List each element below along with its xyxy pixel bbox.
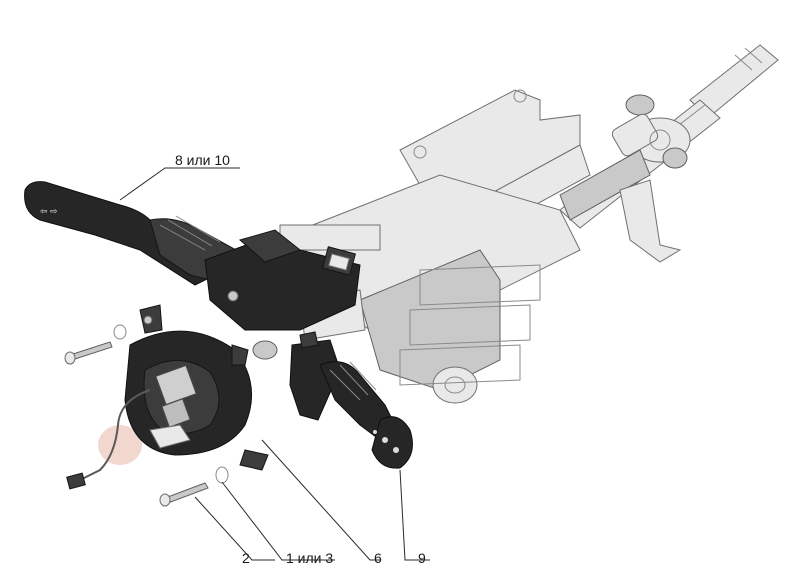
switch-arrow-symbols: ⇦ ⇨ xyxy=(40,206,58,216)
callout-8-or-10: 8 или 10 xyxy=(175,152,230,168)
left-combination-switch: ⇦ ⇨ xyxy=(24,181,361,331)
contact-ring-clock-spring xyxy=(66,304,269,490)
upper-screw xyxy=(64,324,127,365)
callout-1-or-3: 1 или 3 xyxy=(286,550,333,566)
right-combination-switch xyxy=(289,331,413,469)
column-housing xyxy=(252,174,581,404)
callout-2: 2 xyxy=(242,550,250,566)
universal-joint xyxy=(611,94,691,169)
callout-6: 6 xyxy=(374,550,382,566)
leader-lines xyxy=(119,167,430,561)
callout-9: 9 xyxy=(418,550,426,566)
lower-screw xyxy=(159,482,209,507)
washer xyxy=(215,466,229,484)
